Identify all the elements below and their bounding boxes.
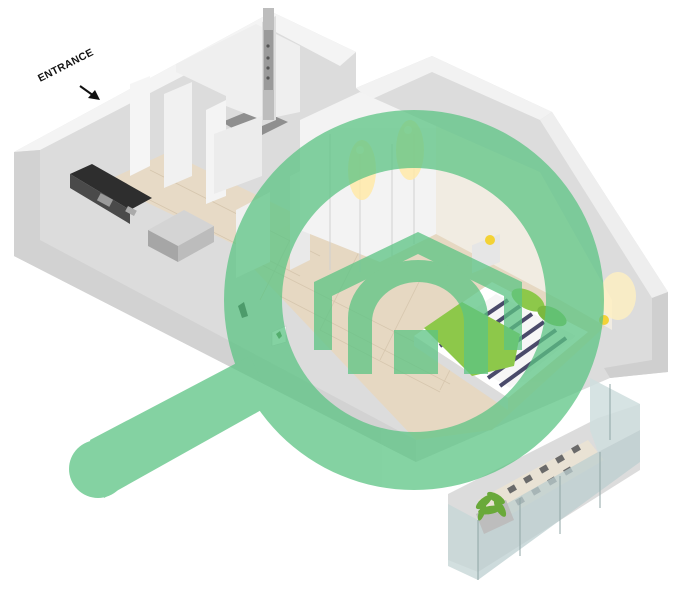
potted-plant — [475, 491, 514, 534]
balcony — [448, 378, 640, 580]
green-logo-watermark — [69, 110, 604, 498]
entrance-arrow-icon — [79, 85, 100, 100]
bathroom-walls — [130, 8, 300, 204]
kitchen-counter — [70, 164, 214, 262]
